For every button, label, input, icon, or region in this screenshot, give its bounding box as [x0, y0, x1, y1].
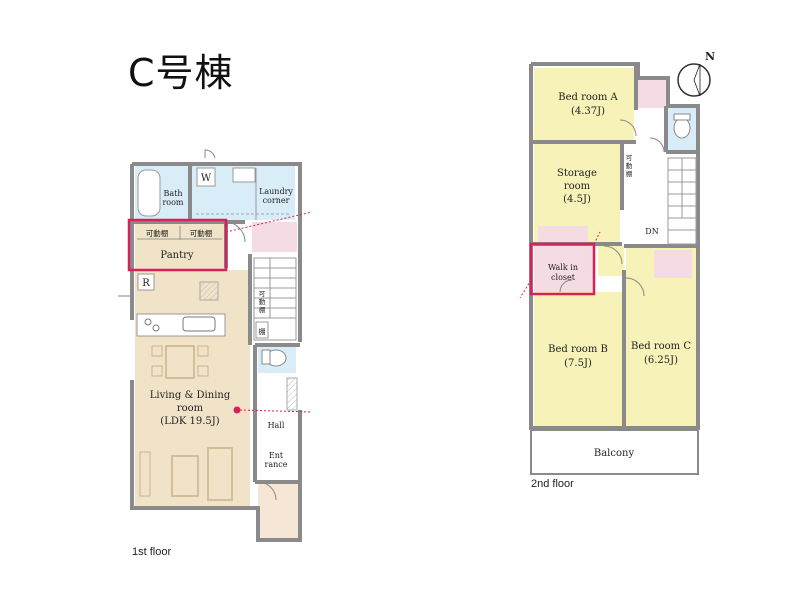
first-floor-stairs	[253, 257, 297, 341]
bed-c-label: Bed room C	[631, 341, 691, 352]
storage-size: (4.5J)	[563, 194, 591, 205]
closet-c-fill	[654, 250, 692, 278]
tv-board-icon	[139, 451, 151, 497]
bed-a-size: (4.37J)	[571, 106, 605, 117]
first-floor-caption: 1st floor	[132, 546, 172, 558]
stair-shelf-label-3: 棚	[259, 305, 266, 314]
balcony-fill	[530, 429, 699, 475]
stove-icon	[144, 318, 152, 326]
walkin-label-2: closet	[551, 273, 576, 282]
washer-icon	[196, 167, 216, 187]
coffee-table-icon	[171, 455, 199, 497]
walkin-label-1: Walk in	[548, 263, 578, 272]
pantry-shelf-left-label: 可動棚	[146, 228, 169, 238]
camera-position-marker	[233, 406, 241, 414]
walkin-fill	[534, 246, 594, 292]
kitchen-closet-fill	[252, 222, 297, 252]
second-floor-stairs	[667, 157, 697, 245]
storage-shelf-label-2: 動	[626, 161, 633, 170]
storage-label-1: Storage	[557, 168, 597, 179]
pantry-highlight-box	[127, 218, 228, 272]
ldk-label-1: Living & Dining	[150, 390, 231, 401]
sofa-icon	[207, 447, 233, 501]
dining-table-icon	[165, 345, 195, 379]
pantry-label: Pantry	[160, 250, 193, 261]
washer-label: W	[201, 173, 212, 184]
small-shelf-label: 棚	[259, 327, 266, 336]
walkin-highlight-box	[529, 242, 596, 296]
dn-label: DN	[645, 227, 658, 236]
laundry-label-1: Laundry	[259, 187, 293, 196]
toilet2-icon	[673, 117, 691, 139]
second-floor-plan	[519, 62, 700, 475]
pantry-shelf-right-label: 可動棚	[190, 228, 213, 238]
bath-label-1: Bath	[163, 189, 182, 198]
storage-fill	[534, 144, 620, 242]
bed-b-fill	[534, 292, 622, 426]
bed-a-fill	[534, 68, 634, 140]
bed-b-label: Bed room B	[548, 344, 608, 355]
hall-label: Hall	[268, 421, 285, 430]
fridge-label: R	[142, 278, 150, 289]
laundry-sink-icon	[232, 167, 256, 183]
entrance-fill	[258, 482, 298, 538]
compass-north-label: N	[705, 50, 715, 63]
bathtub-icon	[137, 169, 161, 217]
balcony-label: Balcony	[594, 448, 635, 459]
second-floor-caption: 2nd floor	[531, 478, 574, 490]
first-floor-plan	[118, 149, 313, 542]
storage-closet-fill	[538, 226, 588, 242]
stair-shelf-label-1: 可	[259, 290, 266, 298]
storage-shelf-label-1: 可	[626, 154, 633, 162]
entrance-label-1: Ent	[269, 451, 284, 460]
bed-a-label: Bed room A	[558, 92, 618, 103]
laundry-label-2: corner	[263, 196, 290, 205]
ldk-label-3: (LDK 19.5J)	[160, 416, 219, 427]
storage-shelf-label-3: 棚	[626, 169, 633, 178]
entrance-label-2: rance	[265, 460, 288, 469]
closet-a-fill	[638, 80, 666, 108]
bed-b-size: (7.5J)	[564, 358, 592, 369]
ldk-fill	[135, 270, 250, 506]
compass-icon	[677, 63, 711, 97]
bath-label-2: room	[162, 198, 183, 207]
fridge-icon	[137, 273, 155, 291]
ldk-label-2: room	[177, 403, 204, 414]
storage-label-2: room	[564, 181, 591, 192]
stair-shelf-label-2: 動	[259, 297, 266, 306]
hall2-fill	[598, 246, 624, 276]
kitchen-sink-icon	[182, 316, 216, 332]
bed-c-size: (6.25J)	[644, 355, 678, 366]
building-title: C号棟	[128, 51, 234, 95]
